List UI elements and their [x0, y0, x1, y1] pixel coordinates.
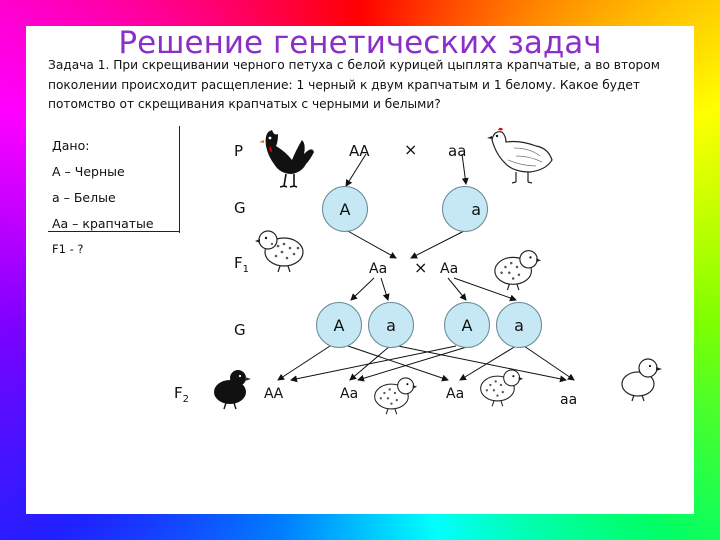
black-chick-icon — [208, 364, 254, 410]
gamete2-circle-1: А — [316, 302, 362, 348]
f2-genotype-1: АА — [264, 386, 283, 402]
parent-cross-sign: × — [404, 140, 417, 159]
gamete-circle-recessive-label: а — [471, 200, 481, 219]
f1-genotype-right: Аа — [440, 261, 458, 277]
row-label-f1: F1 — [234, 254, 249, 275]
speckled-chick-f2-2-icon — [478, 362, 524, 408]
f2-genotype-4: аа — [560, 392, 577, 408]
row-label-f2: F2 — [174, 384, 189, 405]
arrow-f1-a1 — [351, 278, 374, 300]
arrow-g2-8 — [524, 346, 574, 380]
row-label-p: P — [234, 142, 243, 160]
speckled-chick-icon — [254, 222, 306, 274]
speckled-chick-right-icon — [492, 242, 542, 292]
gamete2-circle-3: А — [444, 302, 490, 348]
row-label-f2-sub: 2 — [183, 394, 189, 405]
row-label-f1-letter: F — [234, 254, 243, 272]
f2-genotype-3: Аа — [446, 386, 464, 402]
parent-genotype-left: АА — [349, 142, 370, 160]
row-label-g1: G — [234, 199, 246, 217]
rooster-icon — [256, 126, 318, 188]
gamete-circle-dominant: А — [322, 186, 368, 232]
arrow-g-left — [346, 230, 396, 258]
slide: Решение генетических задач Задача 1. При… — [26, 26, 694, 514]
arrow-g2-1 — [278, 346, 330, 380]
f1-cross-sign: × — [414, 258, 427, 277]
gamete-circle-recessive: а — [442, 186, 488, 232]
parent-genotype-right: аа — [448, 142, 466, 160]
speckled-chick-f2-1-icon — [372, 370, 418, 416]
row-label-f2-letter: F — [174, 384, 183, 402]
hen-icon — [486, 126, 556, 184]
white-chick-icon — [616, 352, 664, 402]
gamete2-circle-4: а — [496, 302, 542, 348]
f2-genotype-2: Аа — [340, 386, 358, 402]
arrow-f1-a2 — [381, 278, 388, 300]
row-label-f1-sub: 1 — [243, 264, 249, 275]
f1-genotype-left: Аа — [369, 261, 387, 277]
arrow-g-right — [411, 230, 466, 258]
cross-arrows — [26, 26, 694, 514]
row-label-g2: G — [234, 321, 246, 339]
gamete2-circle-2: а — [368, 302, 414, 348]
